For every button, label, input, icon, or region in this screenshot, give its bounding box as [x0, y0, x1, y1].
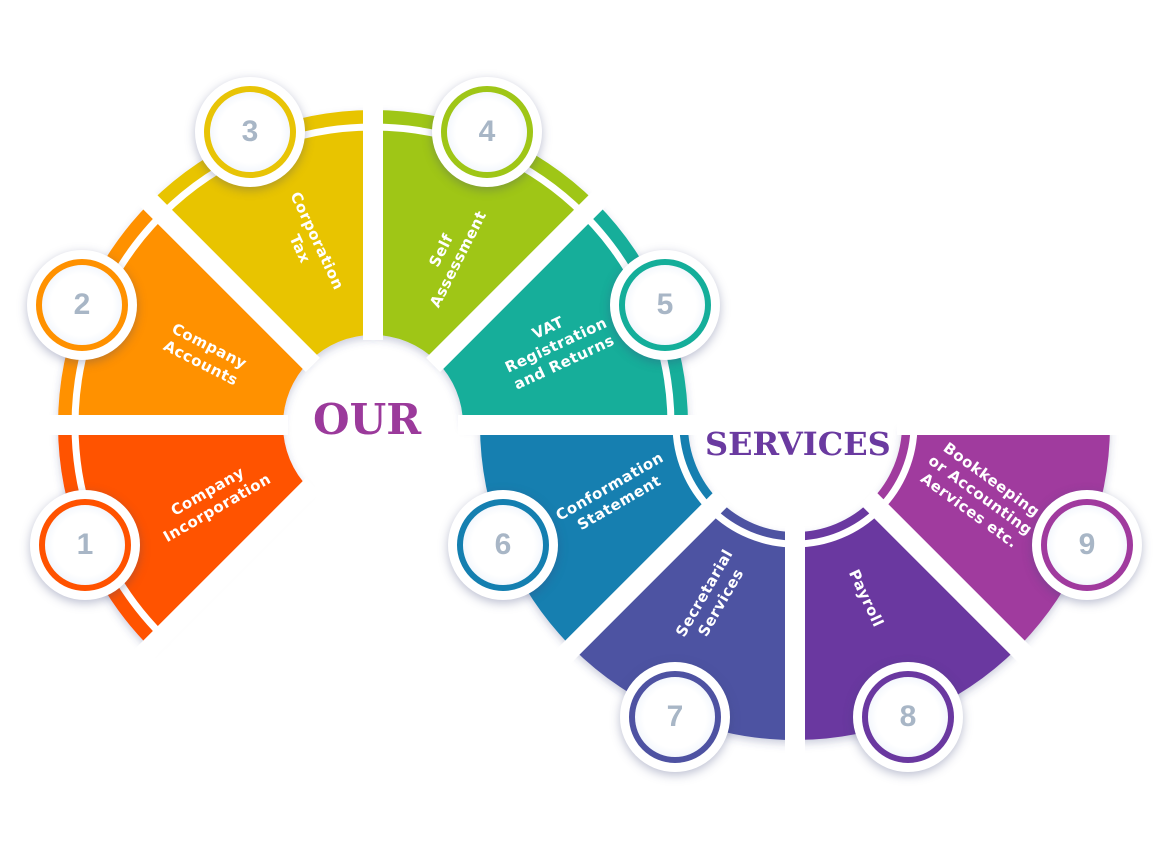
number-badge-6: 6: [448, 490, 558, 600]
segment-gap: [551, 490, 730, 669]
badge-number: 3: [241, 115, 259, 148]
segment-shape: [58, 202, 310, 425]
segment-gap: [129, 181, 320, 372]
badge-number: 8: [899, 700, 917, 733]
number-badge-3: 3: [195, 77, 305, 187]
number-badge-9: 9: [1032, 490, 1142, 600]
badge-number: 9: [1078, 528, 1096, 561]
badge-ring: [629, 671, 721, 763]
badge-ring: [441, 86, 533, 178]
segment-shape: [795, 500, 1018, 740]
segment-shape: [870, 425, 1110, 648]
badge-number: 5: [656, 288, 674, 321]
number-badge-1: 1: [30, 490, 140, 600]
badge-ring: [862, 671, 954, 763]
title-services: SERVICES: [705, 425, 891, 463]
segment-shape: [436, 202, 688, 425]
title-our: OUR: [313, 395, 422, 444]
badge-number: 6: [494, 528, 512, 561]
badge-ring: [457, 499, 549, 591]
segment-shape: [373, 110, 596, 362]
segment-shape: [150, 110, 373, 362]
segment-gap: [426, 181, 617, 372]
segment-gap: [860, 490, 1039, 669]
number-badge-8: 8: [853, 662, 963, 772]
badge-ring: [36, 259, 128, 351]
badge-ring: [204, 86, 296, 178]
badge-number: 2: [73, 288, 91, 321]
number-badge-2: 2: [27, 250, 137, 360]
segment-shape: [480, 425, 720, 648]
badge-ring: [39, 499, 131, 591]
badge-number: 7: [666, 700, 684, 733]
segment-gap: [129, 478, 320, 669]
badge-ring: [619, 259, 711, 351]
number-badge-5: 5: [610, 250, 720, 360]
number-badge-4: 4: [432, 77, 542, 187]
badge-ring: [1041, 499, 1133, 591]
number-badge-7: 7: [620, 662, 730, 772]
segment-shape: [58, 425, 310, 648]
segment-shape: [572, 500, 795, 740]
badge-number: 4: [478, 115, 496, 148]
badge-number: 1: [76, 528, 94, 561]
